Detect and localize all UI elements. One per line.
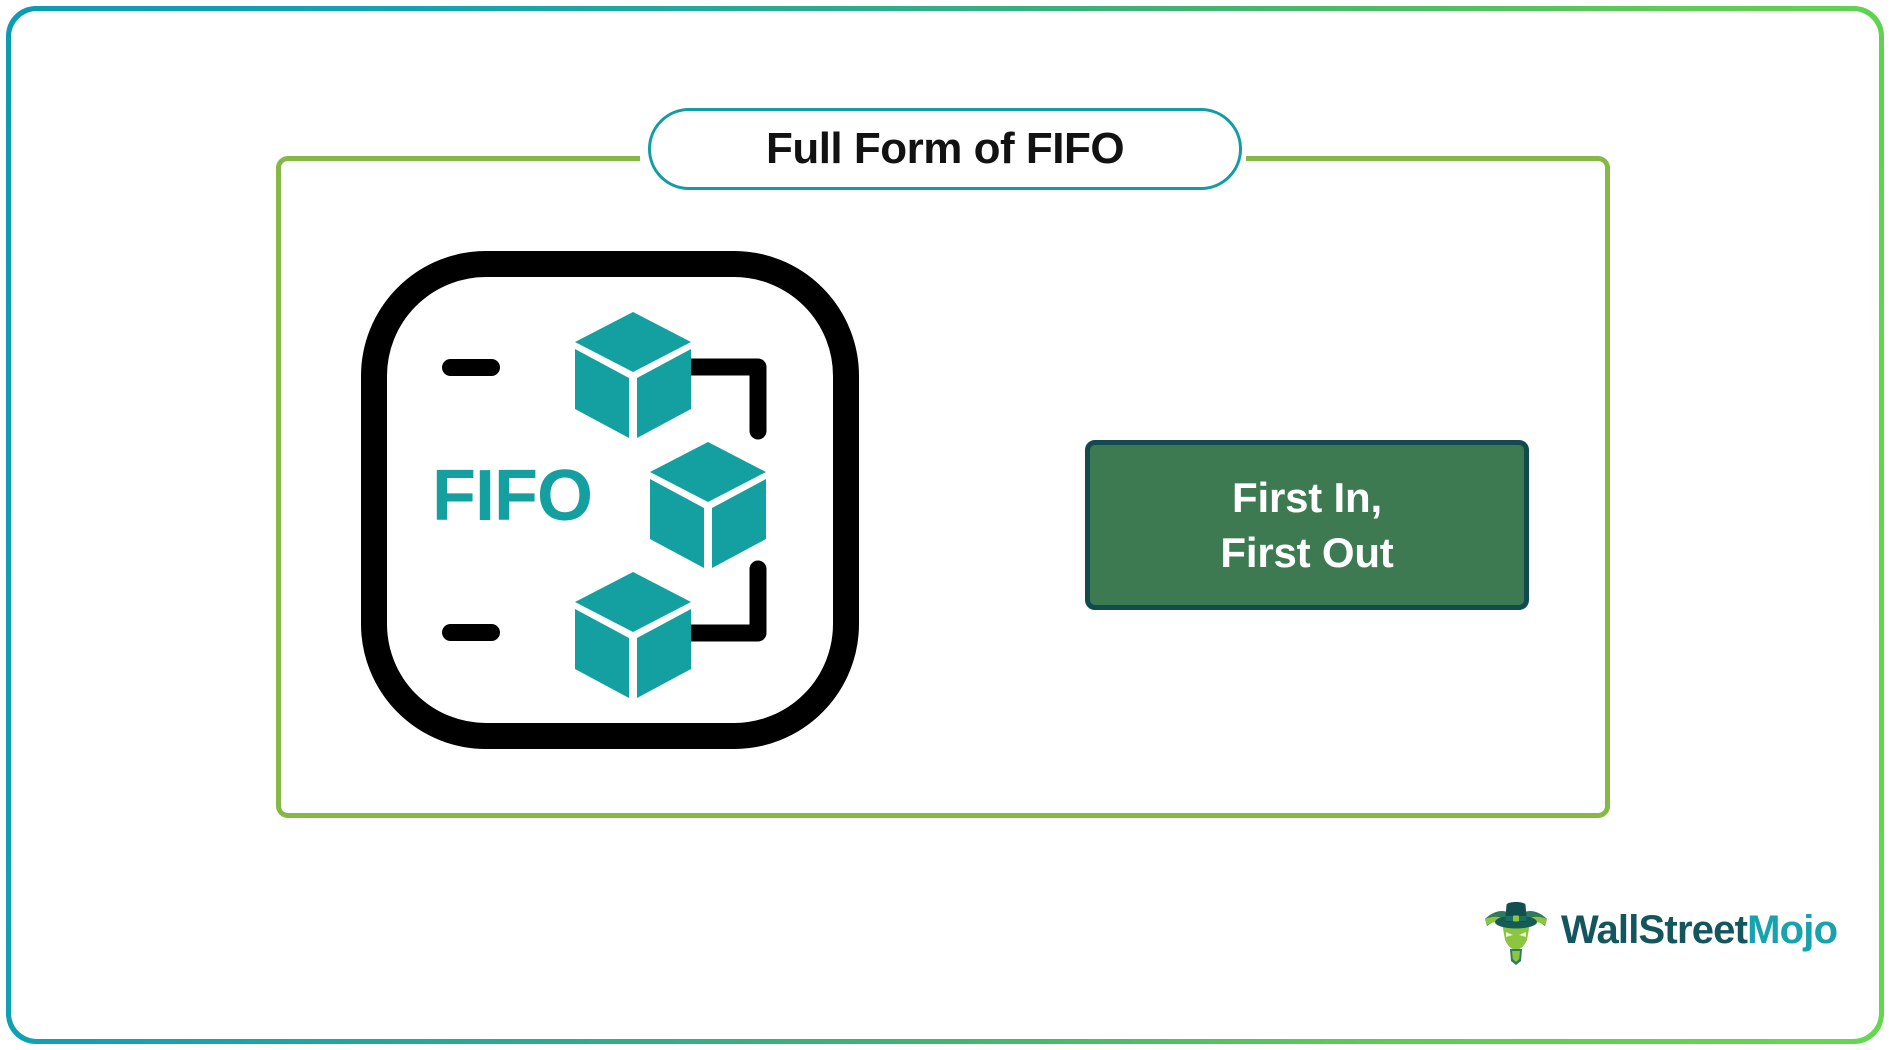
logo-word-secondary: Mojo	[1747, 908, 1838, 952]
svg-text:FIFO: FIFO	[432, 456, 592, 536]
logo-wordmark: WallStreetMojo	[1561, 908, 1838, 952]
result-line-1: First In,	[1232, 473, 1382, 521]
wallstreetmojo-mascot-icon	[1483, 895, 1549, 965]
fifo-boxes-icon: FIFO	[360, 250, 860, 750]
page-title-pill: Full Form of FIFO	[648, 108, 1242, 190]
page-title: Full Form of FIFO	[765, 124, 1125, 173]
logo-word-primary: WallStreet	[1561, 908, 1748, 952]
wallstreetmojo-logo: WallStreetMojo	[1483, 895, 1838, 965]
result-callout: First In, First Out	[1085, 440, 1529, 610]
result-line-2: First Out	[1220, 529, 1394, 576]
